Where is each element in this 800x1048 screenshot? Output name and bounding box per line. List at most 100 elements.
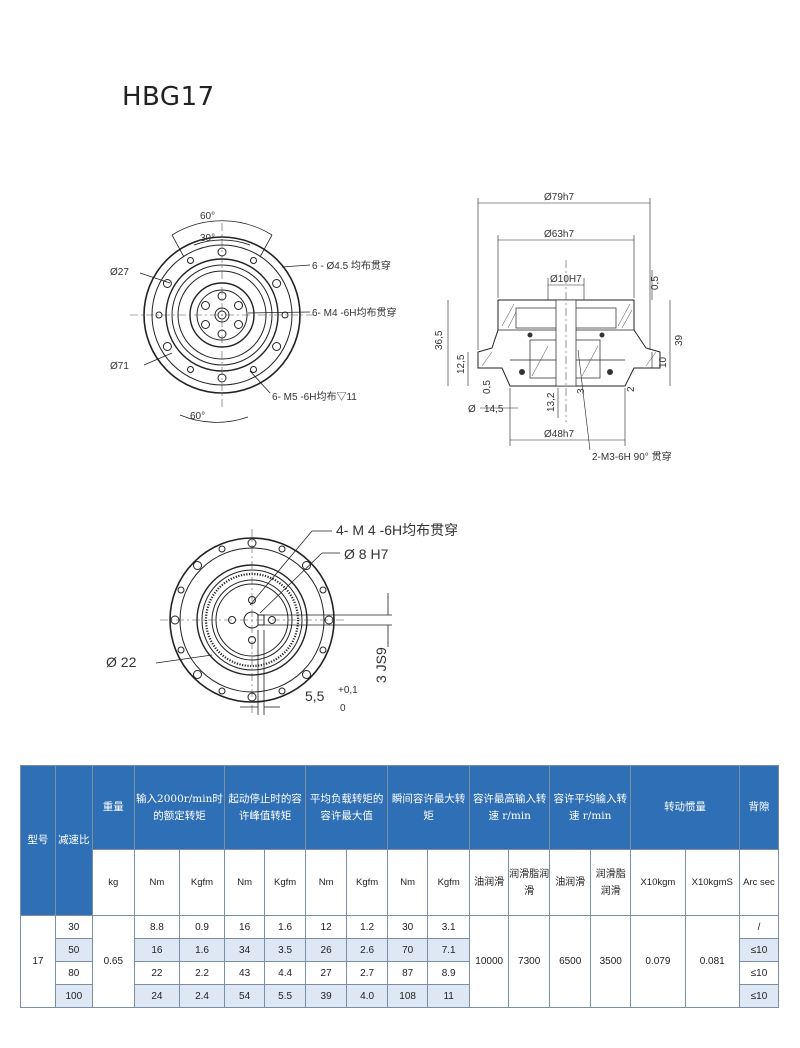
cell-instant-nm: 30 bbox=[387, 915, 429, 939]
unit-rated-kgfm: Kgfm bbox=[178, 849, 226, 916]
cell-startstop-kgfm: 3.5 bbox=[264, 938, 307, 962]
unit-startstop-kgfm: Kgfm bbox=[264, 849, 307, 916]
dim-0-5-right: 0,5 bbox=[650, 276, 661, 290]
cell-startstop-kgfm: 5.5 bbox=[264, 984, 307, 1008]
cell-instant-kgfm: 7.1 bbox=[427, 938, 471, 962]
rear-note-d8: Ø 8 H7 bbox=[344, 546, 389, 562]
unit-avgload-kgfm: Kgfm bbox=[346, 849, 389, 916]
dim-3: 3 bbox=[576, 388, 587, 394]
cell-avgload-nm: 39 bbox=[305, 984, 348, 1008]
cell-avgload-kgfm: 2.7 bbox=[346, 961, 389, 985]
dim-small-diameter: Ø bbox=[468, 404, 476, 415]
dim-14-5: 14,5 bbox=[484, 404, 504, 415]
spec-table: 型号 减速比 重量 输入2000r/min时的额定转矩 起动停止时的容许峰值转矩… bbox=[20, 765, 780, 1008]
unit-max-grease: 润滑脂润滑 bbox=[508, 849, 551, 916]
cell-instant-nm: 108 bbox=[387, 984, 429, 1008]
cell-avgload-kgfm: 2.6 bbox=[346, 938, 389, 962]
header-max-speed: 容许最高输入转速 r/min bbox=[469, 765, 551, 850]
tol-zero: 0 bbox=[340, 703, 346, 714]
cell-backlash: ≤10 bbox=[738, 984, 780, 1008]
d48-label: Ø48h7 bbox=[544, 429, 574, 440]
cell-rated-nm: 24 bbox=[133, 984, 180, 1008]
cell-avgload-nm: 26 bbox=[305, 938, 348, 962]
cell-rated-kgfm: 2.4 bbox=[178, 984, 226, 1008]
cell-rated-nm: 22 bbox=[133, 961, 180, 985]
dim-13-2: 13,2 bbox=[546, 392, 557, 412]
tol-plus: +0,1 bbox=[338, 685, 358, 696]
cell-avgload-kgfm: 1.2 bbox=[346, 915, 389, 939]
d27-label: Ø27 bbox=[110, 267, 129, 278]
cell-max-grease: 7300 bbox=[508, 915, 551, 1008]
cell-instant-kgfm: 8.9 bbox=[427, 961, 471, 985]
dim-5-5: 5,5 bbox=[305, 688, 325, 704]
rear-view-drawing: 4- M 4 -6H均布贯穿 Ø 8 H7 Ø 22 3 JS9 5,5 +0,… bbox=[106, 522, 458, 715]
cell-instant-kgfm: 11 bbox=[427, 984, 471, 1008]
header-avgload-torque: 平均负载转矩的容许最大值 bbox=[305, 765, 389, 850]
cell-avgload-nm: 12 bbox=[305, 915, 348, 939]
section-note: 2-M3-6H 90° 贯穿 bbox=[592, 450, 672, 463]
unit-instant-nm: Nm bbox=[387, 849, 429, 916]
cell-startstop-nm: 54 bbox=[224, 984, 266, 1008]
dim-0-5-left: 0,5 bbox=[482, 380, 493, 394]
cell-weight: 0.65 bbox=[91, 915, 135, 1008]
cell-backlash: / bbox=[738, 915, 780, 939]
dim-10: 10 bbox=[658, 356, 669, 368]
unit-rated-nm: Nm bbox=[133, 849, 180, 916]
unit-max-oil: 油润滑 bbox=[469, 849, 510, 916]
cell-avgload-nm: 27 bbox=[305, 961, 348, 985]
unit-avg-grease: 润滑脂润滑 bbox=[590, 849, 632, 916]
cell-avgload-kgfm: 4.0 bbox=[346, 984, 389, 1008]
unit-avg-oil: 油润滑 bbox=[549, 849, 592, 916]
header-startstop-torque: 起动停止时的容许峰值转矩 bbox=[224, 765, 307, 850]
angle-30-label: 30° bbox=[200, 233, 215, 244]
unit-kg: kg bbox=[91, 849, 135, 916]
cell-instant-kgfm: 3.1 bbox=[427, 915, 471, 939]
cell-startstop-kgfm: 1.6 bbox=[264, 915, 307, 939]
header-inertia: 转动惯量 bbox=[630, 765, 740, 850]
cell-max-oil: 10000 bbox=[469, 915, 510, 1008]
header-ratio: 减速比 bbox=[54, 765, 93, 916]
cell-instant-nm: 87 bbox=[387, 961, 429, 985]
header-instant-torque: 瞬间容许最大转矩 bbox=[387, 765, 471, 850]
front-view-drawing: 60° 30° 60° Ø27 Ø71 6 - Ø4.5 均布贯穿 6- M4 … bbox=[110, 211, 396, 423]
unit-arcsec: Arc sec bbox=[738, 849, 780, 916]
cell-rated-nm: 8.8 bbox=[133, 915, 180, 939]
cell-startstop-kgfm: 4.4 bbox=[264, 961, 307, 985]
cell-backlash: ≤10 bbox=[738, 961, 780, 985]
dim-36-5: 36,5 bbox=[434, 330, 445, 350]
cell-rated-kgfm: 0.9 bbox=[178, 915, 226, 939]
d10-label: Ø10H7 bbox=[550, 274, 582, 285]
header-avg-speed: 容许平均输入转速 r/min bbox=[549, 765, 632, 850]
dim-2: 2 bbox=[626, 386, 637, 392]
cell-backlash: ≤10 bbox=[738, 938, 780, 962]
angle-60-bottom-label: 60° bbox=[190, 411, 205, 422]
dim-3js9: 3 JS9 bbox=[373, 647, 389, 683]
cell-inertia-1: 0.079 bbox=[630, 915, 686, 1008]
angle-60-top-label: 60° bbox=[200, 211, 215, 222]
cell-ratio: 100 bbox=[54, 984, 93, 1008]
cell-rated-kgfm: 1.6 bbox=[178, 938, 226, 962]
unit-avgload-nm: Nm bbox=[305, 849, 348, 916]
cell-startstop-nm: 34 bbox=[224, 938, 266, 962]
header-model: 型号 bbox=[20, 765, 56, 916]
hole-note-1: 6 - Ø4.5 均布贯穿 bbox=[312, 259, 391, 272]
section-view-drawing: Ø79h7 Ø63h7 Ø10H7 Ø48h7 36,5 12,5 0,5 14… bbox=[434, 192, 685, 463]
d22-label: Ø 22 bbox=[106, 654, 137, 670]
header-weight: 重量 bbox=[91, 765, 135, 850]
cell-ratio: 30 bbox=[54, 915, 93, 939]
unit-startstop-nm: Nm bbox=[224, 849, 266, 916]
hole-note-2: 6- M4 -6H均布贯穿 bbox=[312, 306, 396, 319]
dim-12-5: 12,5 bbox=[456, 354, 467, 374]
hole-note-3: 6- M5 -6H均布▽11 bbox=[272, 391, 357, 403]
cell-ratio: 80 bbox=[54, 961, 93, 985]
d79-label: Ø79h7 bbox=[544, 192, 574, 203]
d71-label: Ø71 bbox=[110, 361, 129, 372]
cell-model: 17 bbox=[20, 915, 56, 1008]
cell-inertia-2: 0.081 bbox=[684, 915, 740, 1008]
cell-avg-grease: 3500 bbox=[590, 915, 632, 1008]
cell-ratio: 50 bbox=[54, 938, 93, 962]
unit-x10kgm: X10kgm bbox=[630, 849, 686, 916]
cell-startstop-nm: 16 bbox=[224, 915, 266, 939]
cell-avg-oil: 6500 bbox=[549, 915, 592, 1008]
cell-startstop-nm: 43 bbox=[224, 961, 266, 985]
